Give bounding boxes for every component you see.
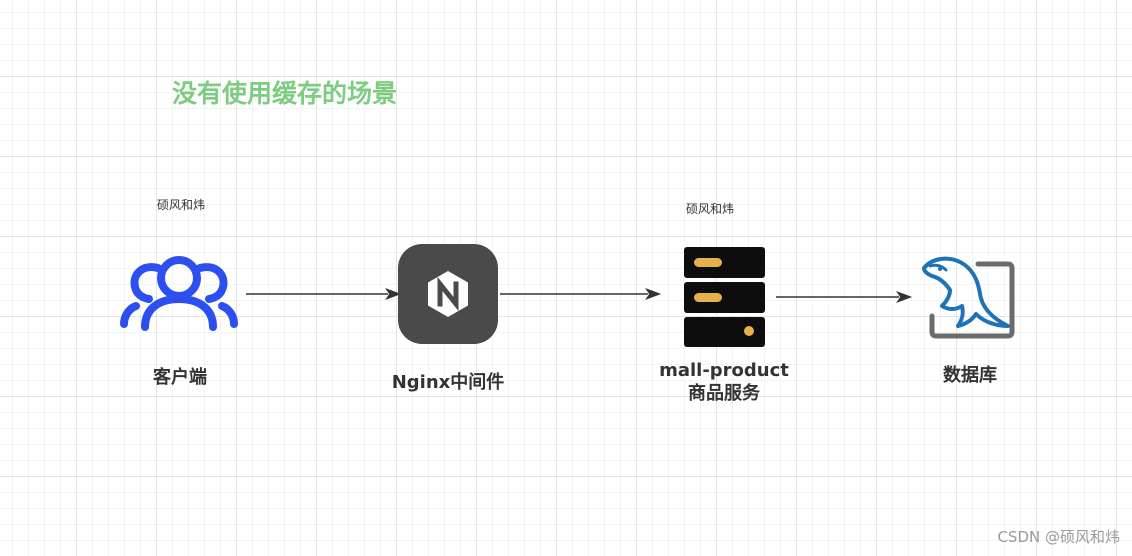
mysql-dolphin-icon xyxy=(922,256,1015,339)
database-label: 数据库 xyxy=(943,365,997,386)
author-watermark-right: 硕风和炜 xyxy=(686,202,735,216)
arrowhead-nginx-to-service xyxy=(645,287,662,301)
arrowhead-client-to-nginx xyxy=(385,287,402,301)
nginx-label: Nginx中间件 xyxy=(391,372,505,393)
author-watermark-left: 硕风和炜 xyxy=(157,198,206,212)
server-icon xyxy=(684,247,765,347)
client-label: 客户端 xyxy=(153,367,207,388)
arrowhead-service-to-database xyxy=(896,290,913,304)
service-label: mall-product 商品服务 xyxy=(650,359,798,405)
service-label-line2: 商品服务 xyxy=(688,383,760,404)
diagram-title: 没有使用缓存的场景 xyxy=(172,79,398,108)
csdn-watermark: CSDN @硕风和炜 xyxy=(997,528,1120,546)
service-label-line1: mall-product xyxy=(659,360,789,381)
nginx-icon xyxy=(398,244,498,344)
users-icon xyxy=(120,256,238,331)
